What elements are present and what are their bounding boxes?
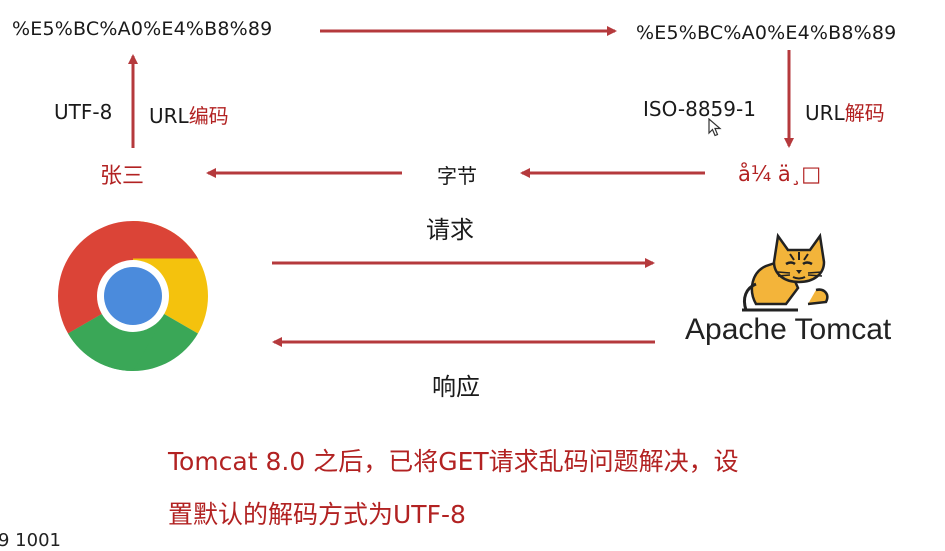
note-line-2: 置默认的解码方式为UTF-8	[168, 500, 466, 529]
note-line-1: Tomcat 8.0 之后，已将GET请求乱码问题解决，设	[168, 447, 739, 476]
encoded-right: %E5%BC%A0%E4%B8%89	[636, 22, 897, 44]
tomcat-icon	[742, 232, 829, 312]
response-label: 响应	[432, 373, 480, 401]
mouse-cursor-icon	[708, 118, 722, 137]
original-name: 张三	[100, 164, 145, 189]
left-op-prefix: URL	[149, 104, 189, 128]
left-operation: URL编码	[149, 100, 229, 129]
garbled-text: å¼ ä¸□	[738, 162, 822, 186]
left-charset: UTF-8	[54, 100, 113, 124]
right-operation: URL解码	[805, 97, 885, 126]
right-charset: ISO-8859-1	[643, 97, 756, 121]
right-op-prefix: URL	[805, 101, 845, 125]
bytes-label: 字节	[437, 164, 477, 188]
encoded-left: %E5%BC%A0%E4%B8%89	[12, 18, 273, 40]
right-op-suffix: 解码	[844, 101, 885, 125]
request-label: 请求	[426, 216, 474, 244]
server-name: Apache Tomcat	[685, 313, 892, 346]
chrome-icon	[58, 221, 208, 371]
left-op-suffix: 编码	[188, 104, 229, 128]
